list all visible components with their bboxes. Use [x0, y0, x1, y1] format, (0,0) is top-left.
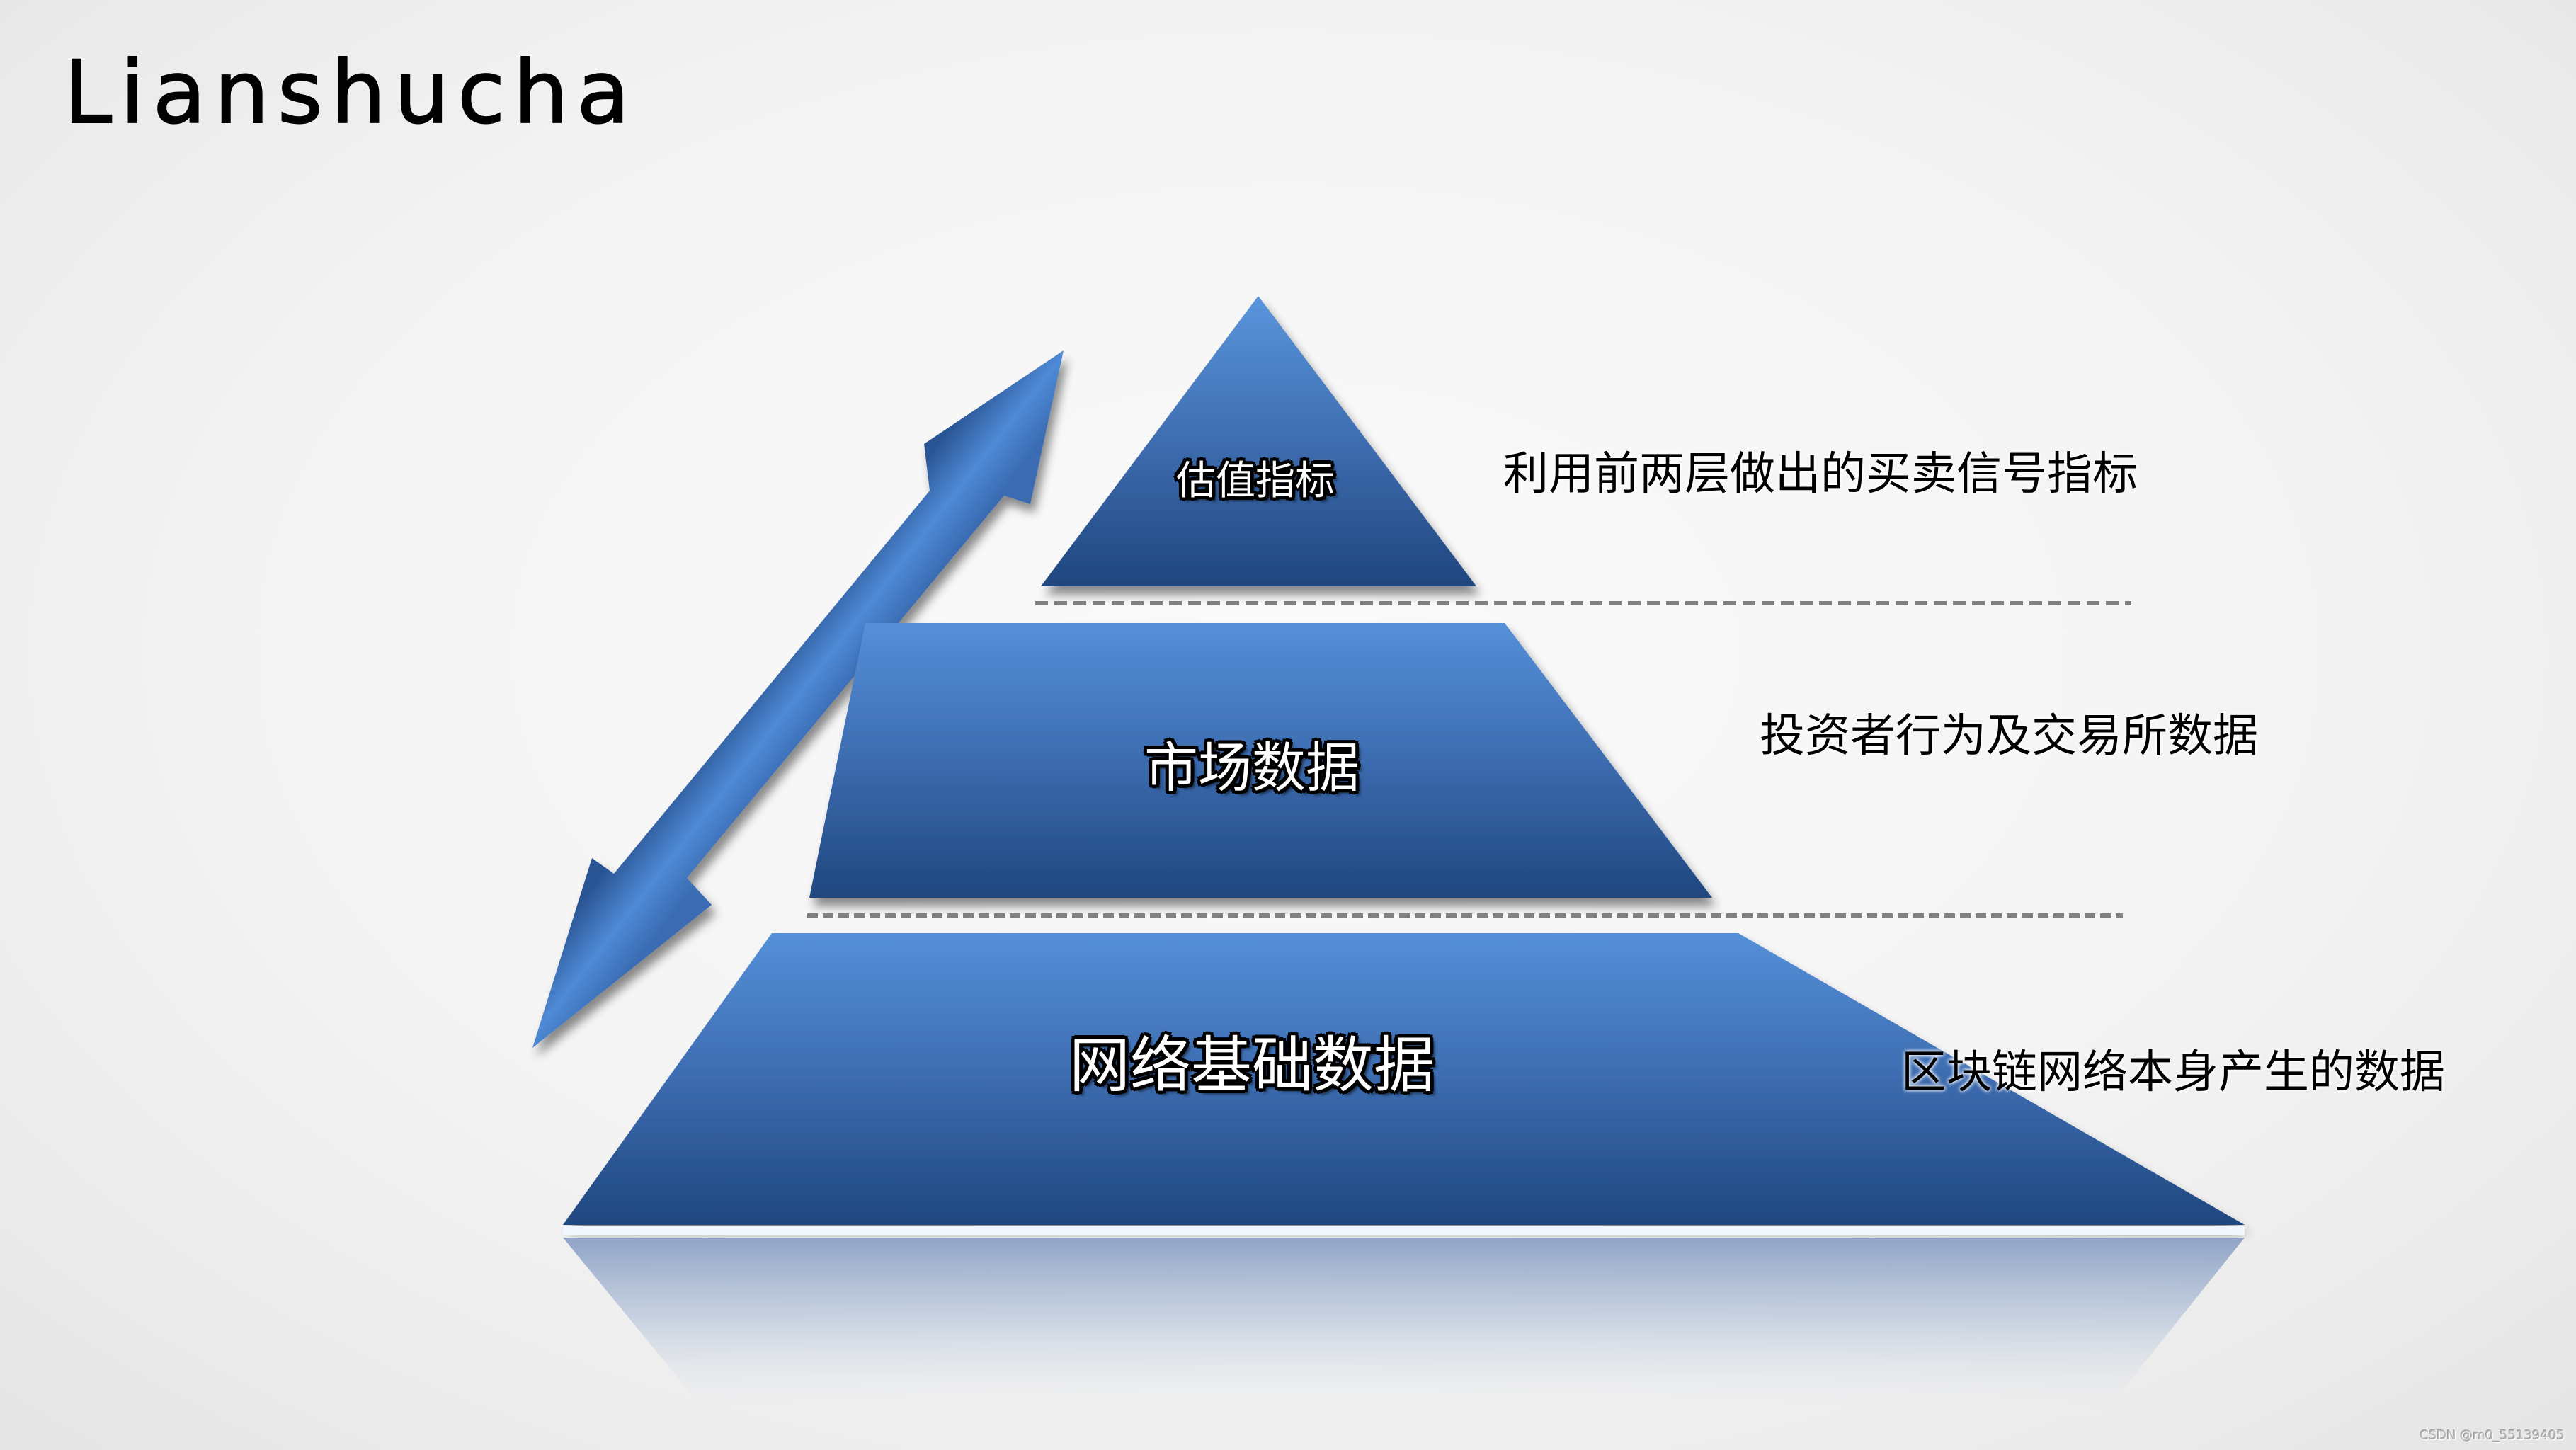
layer-label-top: 估值指标 — [1176, 458, 1335, 504]
pyramid-layer-middle — [809, 623, 1712, 898]
pyramid-reflection — [563, 1238, 2245, 1423]
pyramid-layer-bottom — [563, 933, 2245, 1225]
layer-description-middle: 投资者行为及交易所数据 — [1760, 710, 2258, 763]
pyramid-layer-top — [1041, 296, 1476, 586]
watermark: CSDN @m0_55139405 — [2420, 1428, 2565, 1443]
layer-label-middle: 市场数据 — [1144, 736, 1360, 799]
brand-title: Lianshucha — [63, 42, 639, 143]
layer-description-top: 利用前两层做出的买卖信号指标 — [1503, 448, 2138, 501]
layer-label-bottom: 网络基础数据 — [1069, 1030, 1435, 1101]
pyramid-base-highlight — [563, 1226, 2245, 1235]
double-headed-arrow-icon — [532, 350, 1064, 1048]
layer-description-bottom: 区块链网络本身产生的数据 — [1901, 1046, 2445, 1099]
